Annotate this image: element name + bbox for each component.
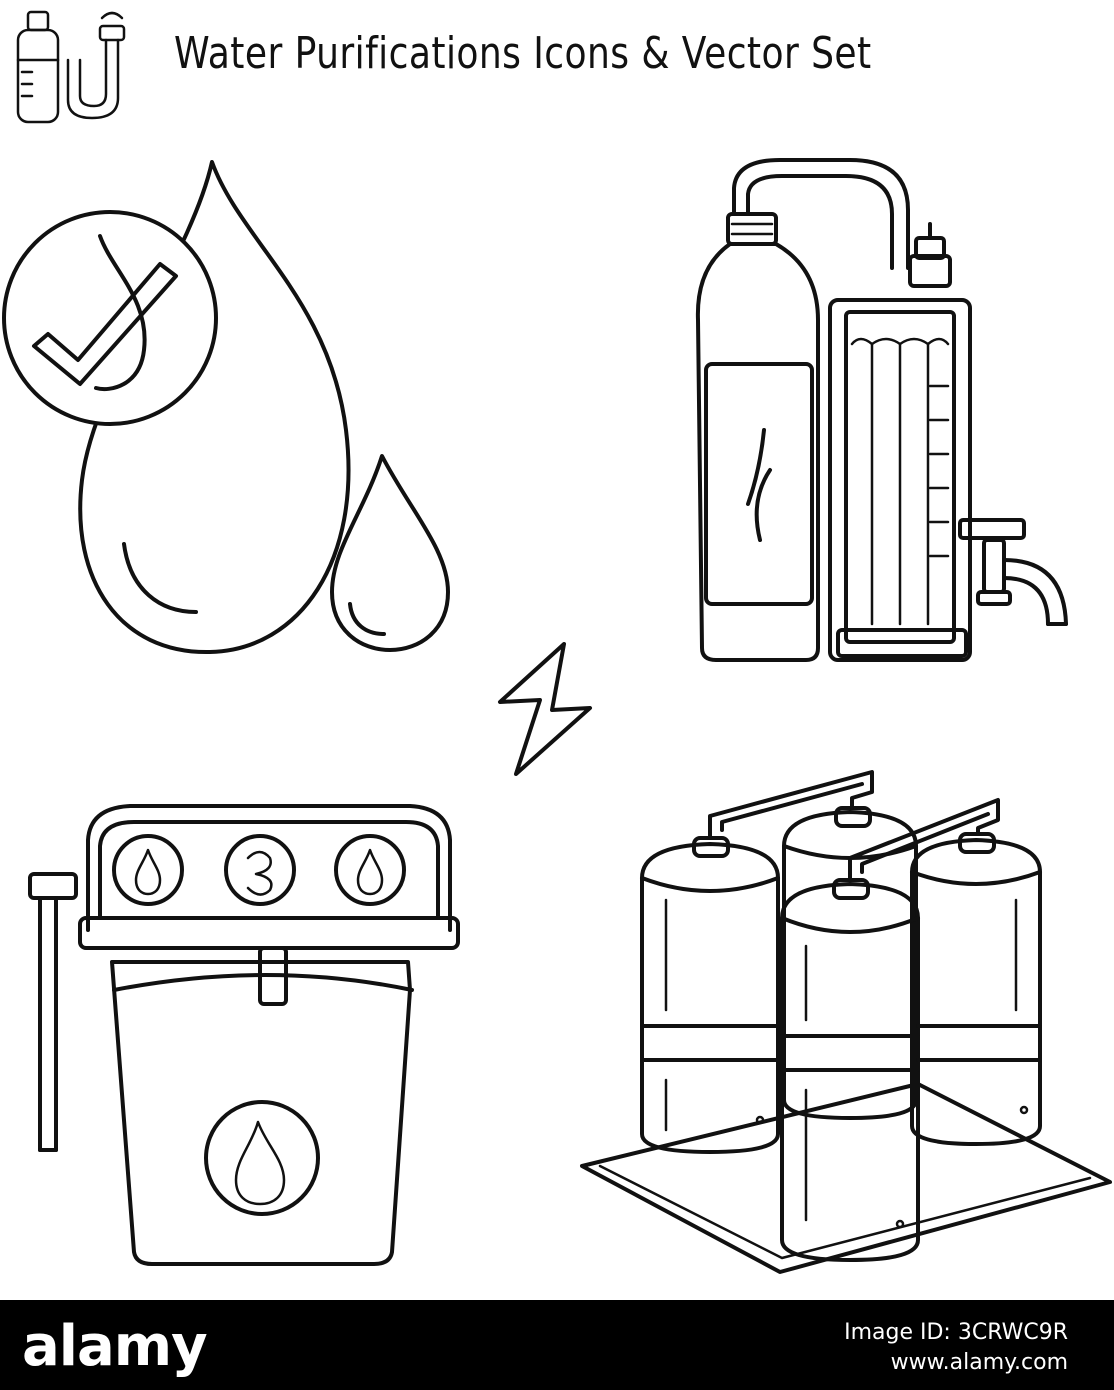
water-drop-check-icon: [2, 160, 450, 655]
filter-bottle-logo-icon: [16, 10, 126, 124]
bottle-filter-tap-icon: [695, 158, 1068, 662]
site-url: www.alamy.com: [890, 1350, 1068, 1375]
footer-bar: alamy Image ID: 3CRWC9R www.alamy.com: [0, 1300, 1114, 1390]
icon-set-artwork: [2, 10, 1112, 1274]
water-dispenser-filter-icon: [28, 804, 460, 1266]
page-title: Water Purifications Icons & Vector Set: [174, 28, 872, 79]
industrial-tanks-icon: [580, 770, 1112, 1274]
lightning-icon: [498, 642, 592, 776]
artwork-canvas: Water Purifications Icons & Vector Set: [2, 10, 1112, 1274]
image-id: Image ID: 3CRWC9R: [844, 1320, 1068, 1345]
brand-logo: alamy: [22, 1314, 208, 1379]
